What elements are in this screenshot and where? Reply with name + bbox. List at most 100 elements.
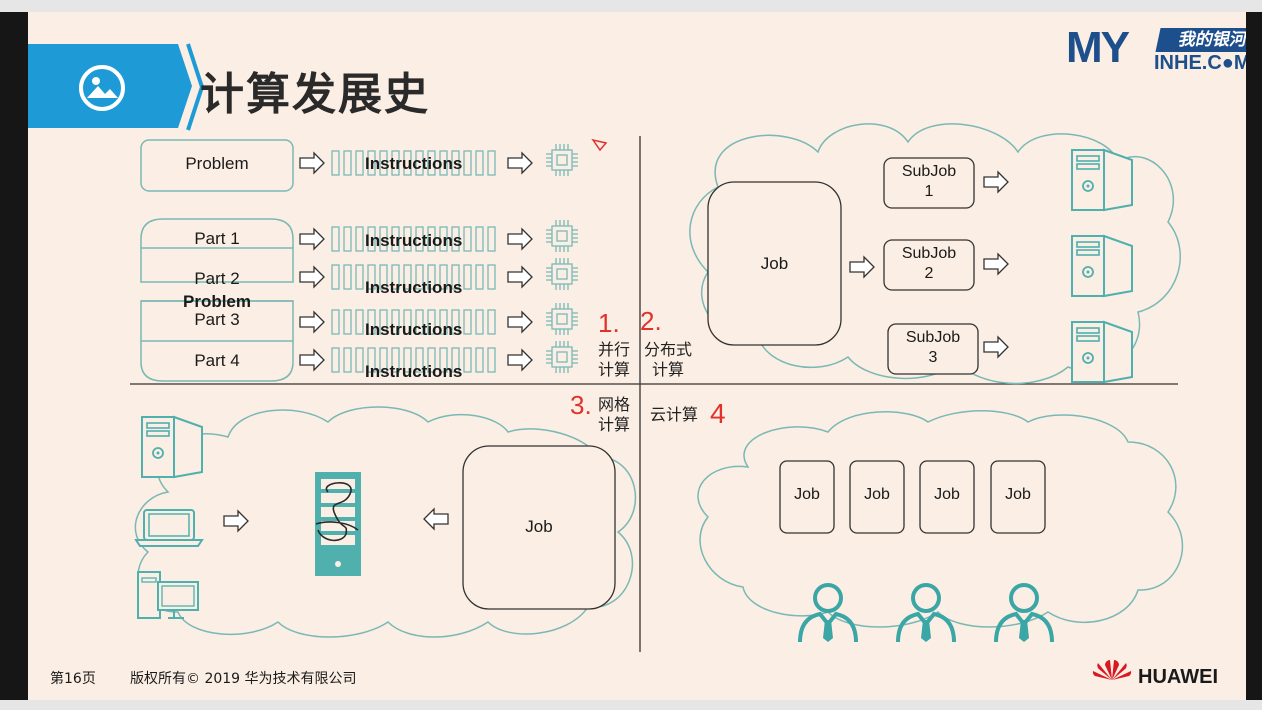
cloud-job-label: Job (864, 486, 890, 503)
part-3-label: Part 3 (194, 310, 240, 329)
subjob-2-line2: 2 (924, 265, 934, 282)
left-black-border (0, 12, 28, 700)
chevron-right-icon (186, 43, 205, 131)
instructions-label: Instructions (365, 362, 463, 381)
cloud-shape (697, 410, 1184, 628)
subjob-3-box (887, 323, 979, 375)
annotation-number-3: 3. (570, 390, 592, 420)
arrow-right-icon (983, 336, 1009, 358)
arrow-right-icon (983, 253, 1009, 275)
subjob-3-line2: 3 (928, 349, 938, 366)
laptop-icon (134, 509, 204, 547)
cloud-job-label: Job (794, 486, 820, 503)
subjob-1-line2: 1 (924, 183, 934, 200)
arrow-left-icon (423, 508, 449, 530)
picture-icon (79, 65, 125, 111)
distributed-caption-line1: 分布式 (644, 340, 693, 359)
subjob-3-line1: SubJob (905, 329, 961, 346)
annotation-number-2: 2. (640, 306, 662, 336)
serial-instructions-label: Instructions (365, 154, 463, 173)
arrow-right-icon (507, 228, 533, 250)
arrow-right-icon (507, 266, 533, 288)
slide-title: 计算发展史 (200, 69, 430, 120)
server-tower-icon (141, 416, 203, 478)
part-2-label: Part 2 (194, 269, 240, 288)
title-banner (28, 44, 178, 128)
parallel-caption-line2: 计算 (598, 360, 631, 379)
subjob-1-label: SubJob 1 (884, 162, 974, 202)
cpu-chip-icon (545, 257, 579, 291)
cloud-job-label: Job (1005, 486, 1031, 503)
arrow-right-icon (299, 266, 325, 288)
huawei-logo-icon (1092, 660, 1132, 680)
cloud-caption: 云计算 (650, 405, 699, 424)
user-person-icon (896, 583, 956, 644)
arrow-right-icon (299, 311, 325, 333)
part-1-box (140, 218, 294, 248)
server-rack-icon (315, 472, 361, 576)
cloud-job-box (849, 460, 905, 534)
distributed-job-box (707, 181, 842, 346)
arrow-right-icon (507, 349, 533, 371)
annotation-number-1: 1. (598, 308, 620, 338)
distributed-caption-line2: 计算 (652, 360, 685, 379)
subjob-3-label: SubJob 3 (888, 328, 978, 368)
cloud-job-label: Job (934, 486, 960, 503)
arrow-right-icon (507, 311, 533, 333)
logo-domain-text: INHE.C●M (1154, 52, 1246, 74)
logo-my-text: MY (1066, 23, 1130, 72)
parallel-caption-line1: 并行 (598, 340, 631, 359)
part-4-box (140, 341, 294, 382)
page-number: 第16页 (50, 671, 96, 687)
grid-caption-line2: 计算 (598, 415, 631, 434)
subjob-1-line1: SubJob (901, 163, 957, 180)
instructions-label: Instructions (365, 278, 463, 297)
red-pen-mark (591, 138, 608, 152)
arrow-right-icon (983, 171, 1009, 193)
serial-problem-label: Problem (185, 154, 249, 173)
serial-problem-box (140, 139, 294, 192)
grid-job-label: Job (525, 517, 553, 536)
cpu-chip-icon (545, 302, 579, 336)
subjob-1-box (883, 157, 975, 209)
subjob-2-line1: SubJob (901, 245, 957, 262)
desktop-pc-icon (137, 571, 199, 619)
user-person-icon (798, 583, 858, 644)
huawei-brand-text: HUAWEI (1138, 666, 1218, 688)
server-tower-icon (1071, 321, 1133, 383)
server-tower-icon (1071, 149, 1133, 211)
instructions-label: Instructions (365, 231, 463, 250)
title-banner-tip (178, 44, 192, 128)
cloud-job-box (919, 460, 975, 534)
arrow-right-icon (849, 256, 875, 278)
arrow-right-icon (299, 152, 325, 174)
arrow-right-icon (223, 510, 249, 532)
grid-caption-line1: 网格 (598, 395, 631, 414)
subjob-2-box (883, 239, 975, 291)
cpu-chip-icon (545, 143, 579, 177)
arrow-right-icon (299, 349, 325, 371)
arrow-right-icon (507, 152, 533, 174)
part-2-box (140, 247, 294, 283)
instructions-label: Instructions (365, 320, 463, 339)
cpu-chip-icon (545, 219, 579, 253)
distributed-job-label: Job (760, 254, 789, 273)
computing-history-diagram (130, 123, 1184, 680)
user-person-icon (994, 583, 1054, 644)
part-1-label: Part 1 (194, 229, 240, 248)
parallel-problem-label: Problem (182, 292, 252, 311)
presentation-slide: 计算发展史 MY 我的银河 INHE.C●M (28, 12, 1246, 700)
cpu-chip-icon (545, 340, 579, 374)
cloud-shape (134, 406, 637, 638)
arrow-right-icon (299, 228, 325, 250)
copyright-text: 版权所有© 2019 华为技术有限公司 (130, 671, 357, 687)
cloud-job-box (779, 460, 835, 534)
subjob-2-label: SubJob 2 (884, 244, 974, 284)
part-4-label: Part 4 (194, 351, 240, 370)
right-black-border (1246, 12, 1262, 700)
annotation-number-4: 4 (710, 398, 726, 429)
grid-job-box (462, 445, 616, 610)
server-tower-icon (1071, 235, 1133, 297)
cloud-job-box (990, 460, 1046, 534)
